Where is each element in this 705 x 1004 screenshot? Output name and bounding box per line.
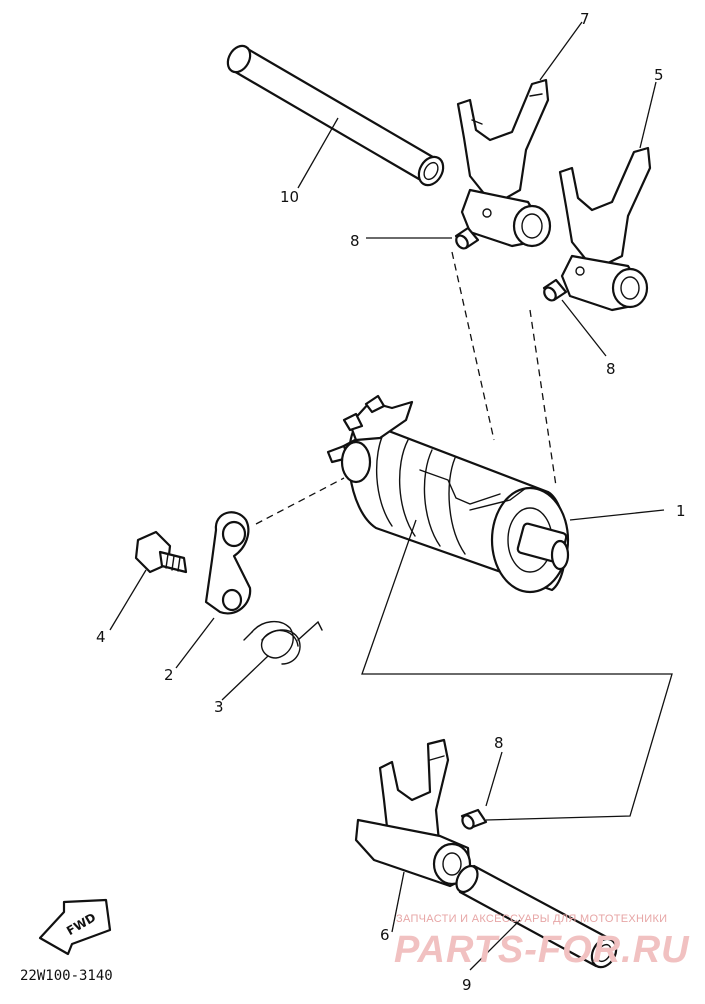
fwd-arrow-icon: FWD: [38, 898, 112, 956]
callout-7: 7: [580, 10, 590, 28]
watermark-brand: PARTS-FOR.RU: [394, 929, 690, 971]
shift-fork-7: [456, 78, 552, 248]
assembly-lines: [255, 251, 673, 821]
guide-pin-right: [542, 278, 568, 302]
stopper-bolt: [134, 530, 188, 574]
callout-9: 9: [462, 976, 472, 994]
callout-2: 2: [164, 666, 174, 684]
shift-fork-6: [354, 738, 472, 888]
callout-8-right: 8: [606, 360, 616, 378]
callout-10: 10: [280, 188, 299, 206]
shift-fork-5: [558, 146, 652, 312]
leader-lines: [109, 21, 665, 971]
callout-1: 1: [676, 502, 686, 520]
watermark-caption: ЗАПЧАСТИ И АКСЕССУАРЫ ДЛЯ МОТОТЕХНИКИ: [396, 913, 667, 925]
torsion-spring: [243, 620, 323, 665]
callout-3: 3: [214, 698, 224, 716]
guide-bar-lower: [455, 864, 618, 969]
callout-5: 5: [654, 66, 664, 84]
callout-4: 4: [96, 628, 106, 646]
callout-8-lower: 8: [494, 734, 504, 752]
callout-8-upper: 8: [350, 232, 360, 250]
stopper-lever: [204, 511, 252, 615]
guide-pin-lower: [460, 808, 488, 830]
guide-pin-upper: [454, 226, 480, 250]
diagram-code: 22W100-3140: [20, 968, 113, 984]
callout-6: 6: [380, 926, 390, 944]
guide-bar-upper: [226, 44, 445, 187]
shift-drum: [326, 394, 570, 594]
